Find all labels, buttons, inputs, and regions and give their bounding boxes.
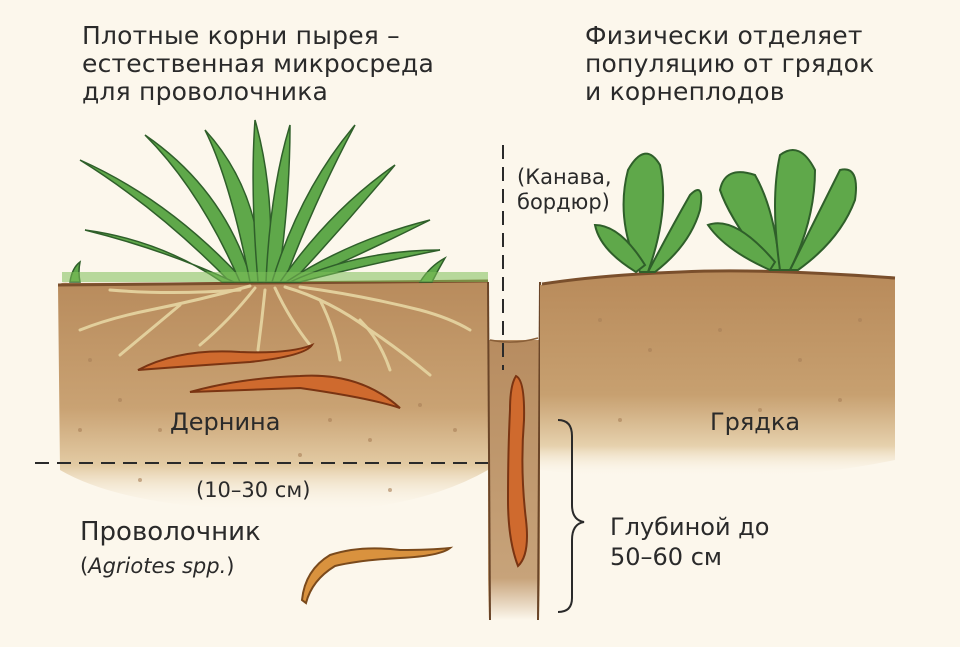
bed-label: Грядка [710, 408, 801, 436]
garden-bed-soil-block [540, 269, 896, 477]
turf-depth-label: (10–30 см) [196, 478, 311, 502]
wireworm-turf-2 [189, 374, 401, 409]
wireworm-turf-1 [137, 342, 315, 371]
turf-label: Дернина [170, 408, 281, 436]
left-caption: Плотные корни пырея – естественная микро… [82, 21, 435, 106]
right-caption: Физически отделяет популяцию от грядок и… [585, 21, 875, 106]
pest-latin-name: (Agriotes spp.) [80, 554, 235, 578]
couch-grass-roots [78, 284, 472, 377]
depth-brace [557, 419, 585, 613]
root-crop-plant-2 [706, 149, 857, 272]
wireworm-illustration [300, 546, 454, 605]
root-crop-plant-1 [593, 152, 703, 274]
wireworm-trench [506, 374, 528, 568]
couch-grass-tuft [69, 119, 447, 283]
depth-label: Глубиной до 50–60 см [610, 513, 770, 571]
pest-name: Проволочник [80, 517, 261, 547]
barrier-label: (Канава, бордюр) [517, 165, 612, 214]
